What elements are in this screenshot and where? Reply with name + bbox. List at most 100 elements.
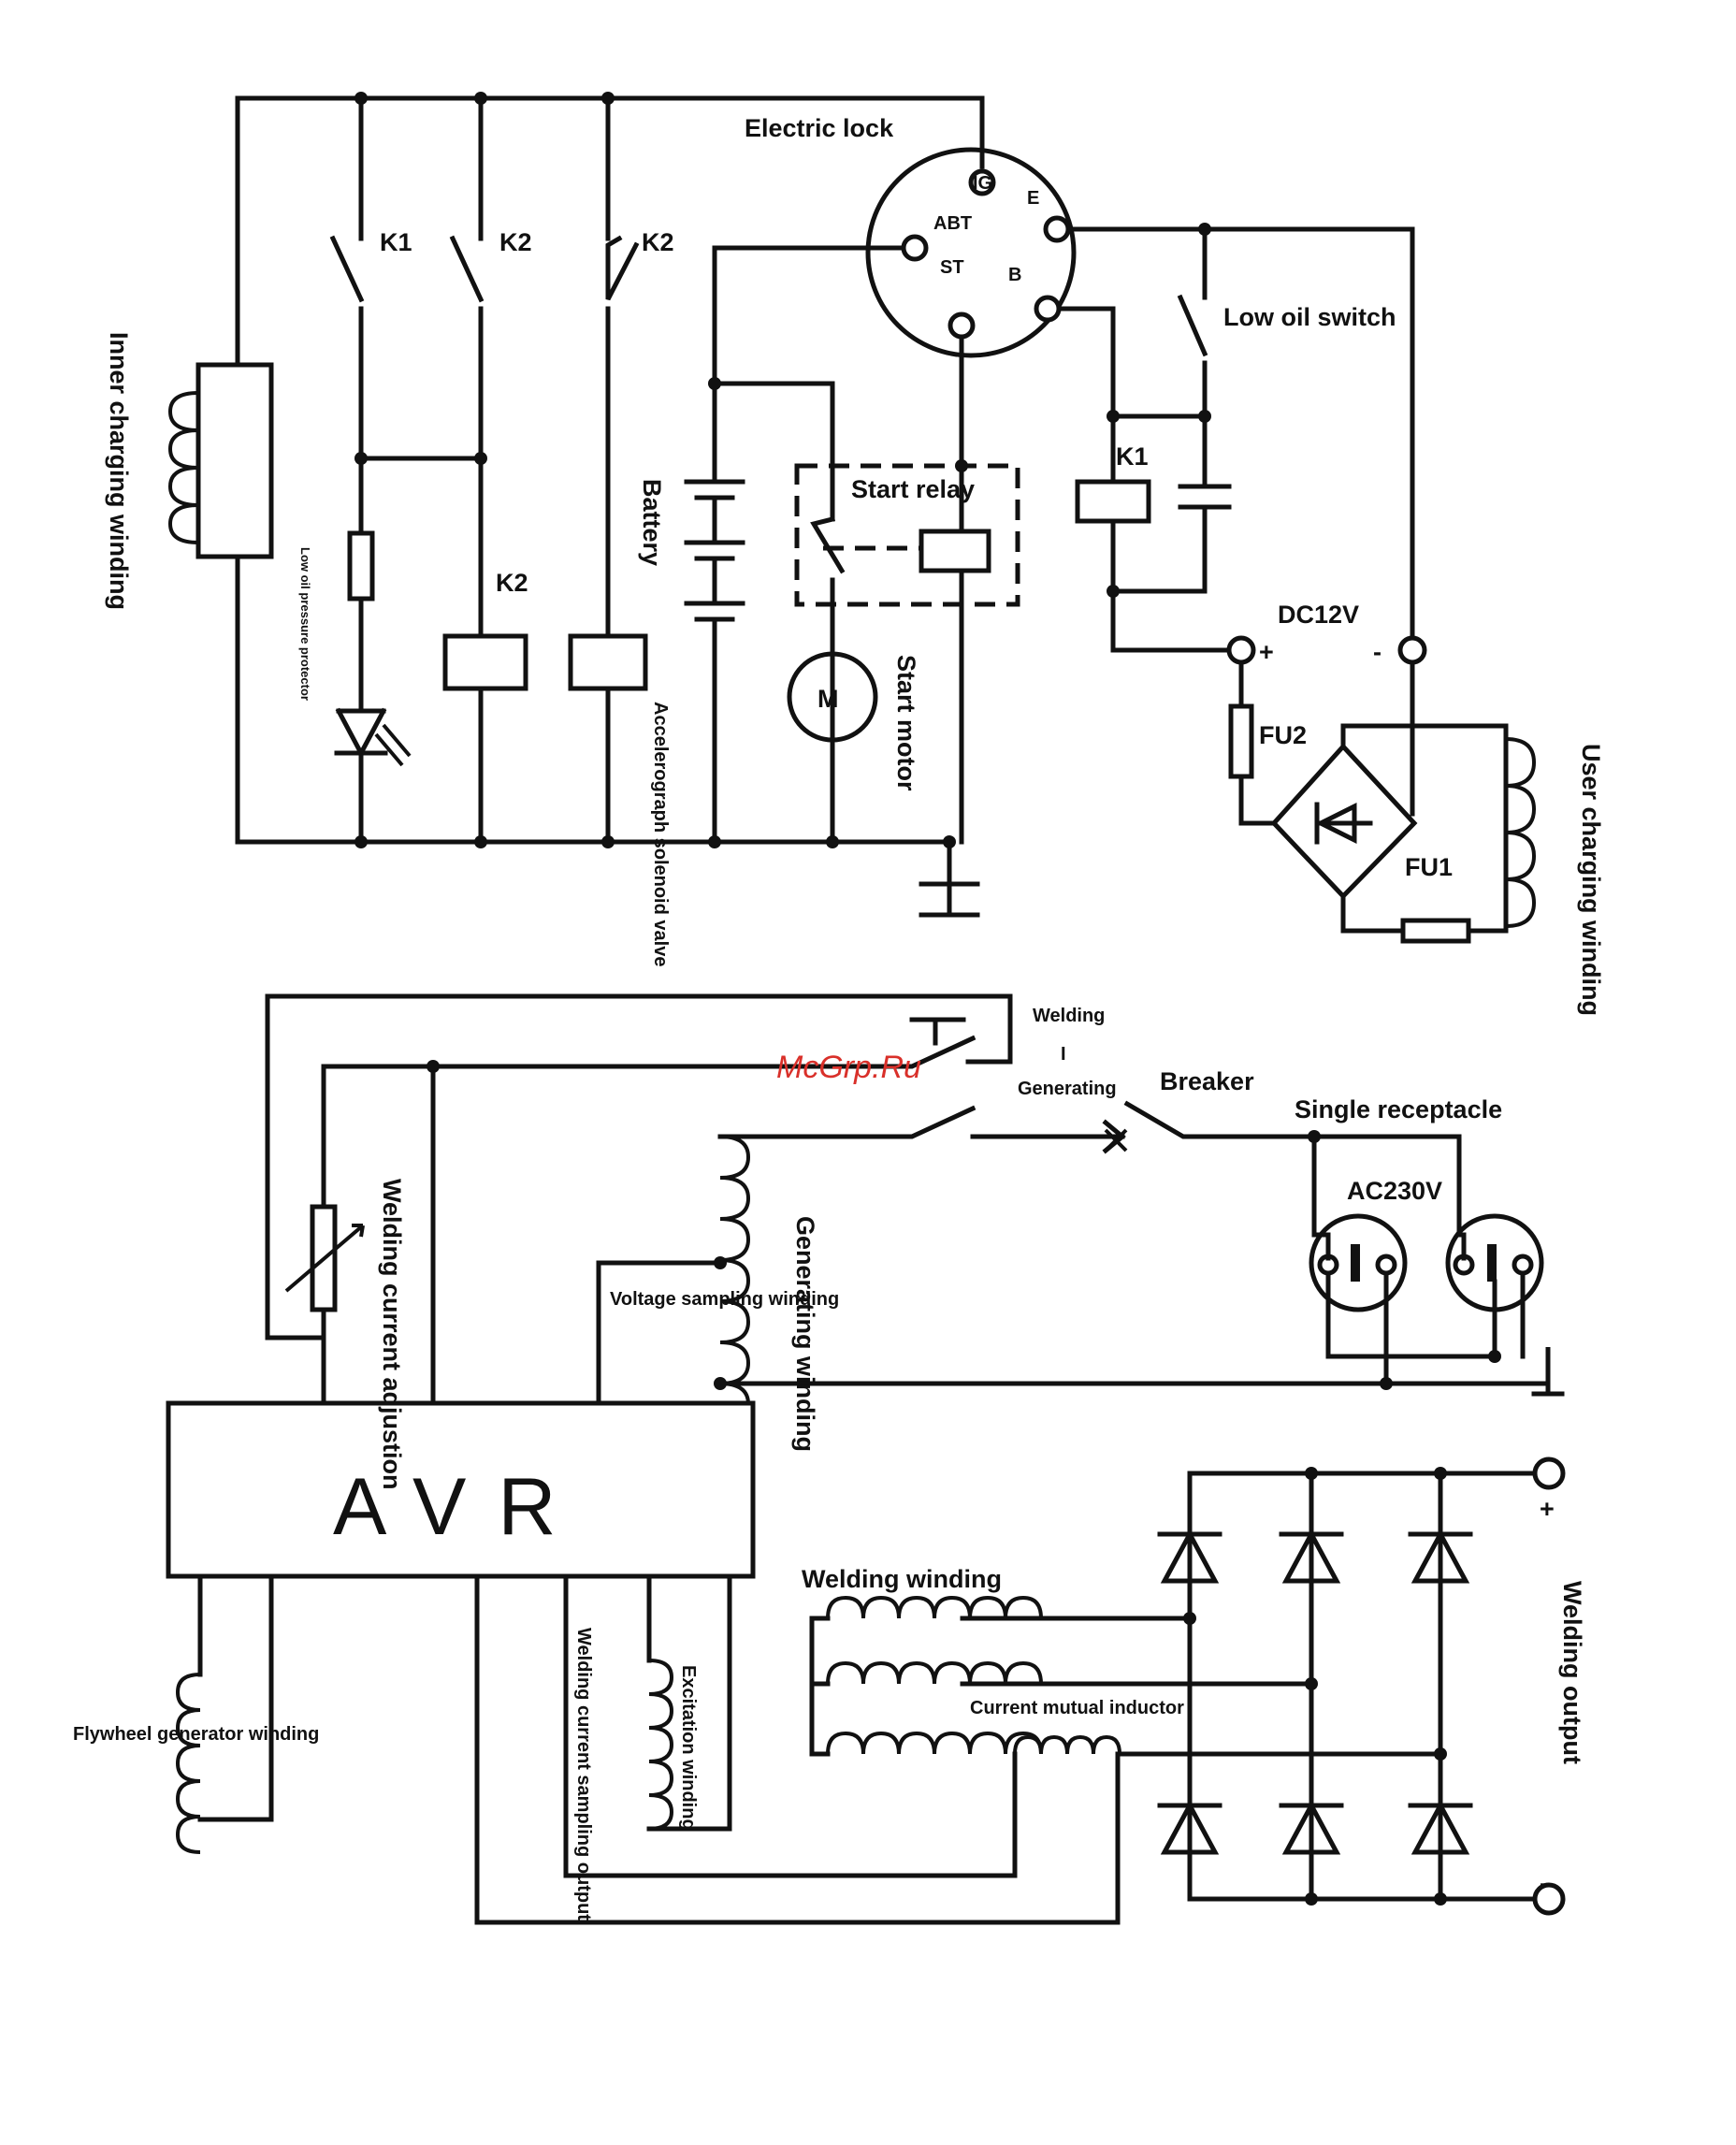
- start-relay-switch: [810, 515, 846, 845]
- e-wire: [1065, 226, 1415, 648]
- rectifier-diode: [1314, 802, 1373, 845]
- label-output-plus: +: [1540, 1495, 1555, 1523]
- k2-coil: [442, 633, 528, 691]
- current-sampling-wire: [563, 1573, 1018, 1878]
- label-current-mutual-inductor: Current mutual inductor: [970, 1698, 1184, 1718]
- label-output-minus: -: [1540, 1869, 1548, 1897]
- label-low-oil-switch: Low oil switch: [1223, 303, 1396, 331]
- low-oil-pressure-diode: [334, 707, 388, 845]
- start-relay-feed-wire: [712, 381, 835, 522]
- low-oil-pressure-resistor: [347, 530, 375, 601]
- rect-bottom-wire: [1340, 893, 1509, 934]
- welding-current-resistor: [310, 1204, 338, 1312]
- label-k1-switch: K1: [380, 228, 412, 256]
- k1-coil: [1075, 479, 1151, 524]
- label-excitation-winding: Excitation winding: [678, 1665, 699, 1831]
- avr-box: [166, 1400, 756, 1579]
- label-battery: Battery: [638, 479, 666, 566]
- terminal-ig: [968, 168, 996, 196]
- terminal-e: [1043, 215, 1071, 243]
- welding-star-point: [809, 1616, 831, 1757]
- label-abt: ABT: [933, 213, 972, 234]
- excitation-coil: [648, 1659, 674, 1831]
- breaker-arrow: [970, 1119, 1126, 1154]
- start-motor: [787, 651, 878, 743]
- fu2-fuse: [1228, 703, 1254, 779]
- resistor-arrow: [284, 1224, 365, 1293]
- start-relay-coil: [919, 529, 991, 573]
- label-plus: +: [1259, 638, 1274, 666]
- label-k2-switch-a: K2: [499, 228, 532, 256]
- label-st: ST: [940, 257, 964, 278]
- label-divider: I: [1061, 1044, 1066, 1065]
- battery-symbol: [684, 479, 745, 845]
- fu1-fuse: [1400, 918, 1471, 944]
- start-relay-box: [794, 463, 1020, 607]
- welding-switch-upper: [321, 1035, 976, 1069]
- inner-charging-core: [195, 362, 274, 559]
- label-welding-winding: Welding winding: [802, 1565, 1002, 1593]
- flywheel-wires: [197, 1573, 274, 1822]
- label-avr: AVR: [333, 1462, 587, 1552]
- dc-minus-terminal: [1397, 635, 1427, 665]
- receptacle-ground: [1531, 1363, 1565, 1397]
- welding-coil-c: [826, 1731, 1043, 1755]
- breaker-switch: [1123, 1100, 1317, 1238]
- label-motor-m: M: [817, 685, 839, 713]
- inner-charging-coil: [167, 391, 199, 544]
- label-fu1: FU1: [1405, 853, 1453, 881]
- receptacle-bottom-wires: [1325, 1270, 1526, 1386]
- low-oil-switch: [1177, 226, 1208, 489]
- flywheel-coil: [175, 1673, 201, 1854]
- label-ig: IG: [973, 173, 992, 194]
- welding-coil-b: [826, 1660, 1043, 1685]
- user-charging-coil: [1505, 737, 1537, 928]
- label-voltage-sampling-winding: Voltage sampling winding: [610, 1289, 839, 1310]
- label-user-charging-winding: User charging winding: [1577, 744, 1605, 1016]
- label-generating-winding: Generating winding: [791, 1216, 819, 1452]
- electric-lock: [865, 147, 1077, 358]
- welding-output-minus-terminal: [1532, 1882, 1566, 1916]
- accelerograph-coil: [568, 633, 648, 691]
- current-mutual-inductor-coil: [1013, 1734, 1121, 1755]
- ct-return-wire: [474, 1573, 1121, 1925]
- label-inner-charging-winding: Inner charging winding: [105, 332, 133, 610]
- b-wire: [1056, 306, 1116, 485]
- welding-output-plus-terminal: [1532, 1457, 1566, 1490]
- generating-switch: [717, 1105, 976, 1139]
- label-k2-coil: K2: [496, 569, 528, 597]
- k2-switch-a: [449, 95, 485, 639]
- receptacle-left: [1309, 1213, 1408, 1312]
- breaker-x: [1104, 1128, 1128, 1152]
- label-k2-switch-b: K2: [642, 228, 674, 256]
- label-welding-current-sampling-output: Welding current sampling output: [573, 1628, 594, 1920]
- watermark: McGrp.Ru: [776, 1050, 921, 1085]
- switch-contact: [909, 1017, 966, 1046]
- output-busbars: [1187, 1471, 1537, 1902]
- label-e: E: [1027, 188, 1039, 209]
- label-single-receptacle: Single receptacle: [1295, 1095, 1502, 1123]
- terminal-b: [1034, 295, 1062, 323]
- ground-symbol: [919, 839, 980, 918]
- k1-out-wire: [1110, 518, 1233, 653]
- label-accelerograph: Accelerograph solenoid valve: [650, 702, 671, 966]
- adjust-loop-top-wire: [265, 993, 1013, 1065]
- receptacle-feed: [1311, 1134, 1467, 1261]
- label-ac230v: AC230V: [1347, 1177, 1442, 1205]
- label-b: B: [1008, 265, 1021, 285]
- terminal-st: [901, 234, 929, 262]
- k1-switch: [329, 95, 365, 461]
- rect-top-wire: [1340, 723, 1509, 934]
- label-flywheel: Flywheel generator winding: [73, 1724, 319, 1745]
- label-generating: Generating: [1018, 1079, 1117, 1099]
- st-wire: [712, 245, 906, 485]
- label-welding-current-adjustion: Welding current adjustion: [378, 1179, 406, 1490]
- terminal-abt: [948, 312, 976, 340]
- label-minus: -: [1373, 638, 1382, 666]
- label-breaker: Breaker: [1160, 1067, 1254, 1095]
- photo-arrows: [374, 723, 412, 767]
- k2-switch-b: [605, 95, 640, 639]
- welding-coil-a: [826, 1595, 1043, 1619]
